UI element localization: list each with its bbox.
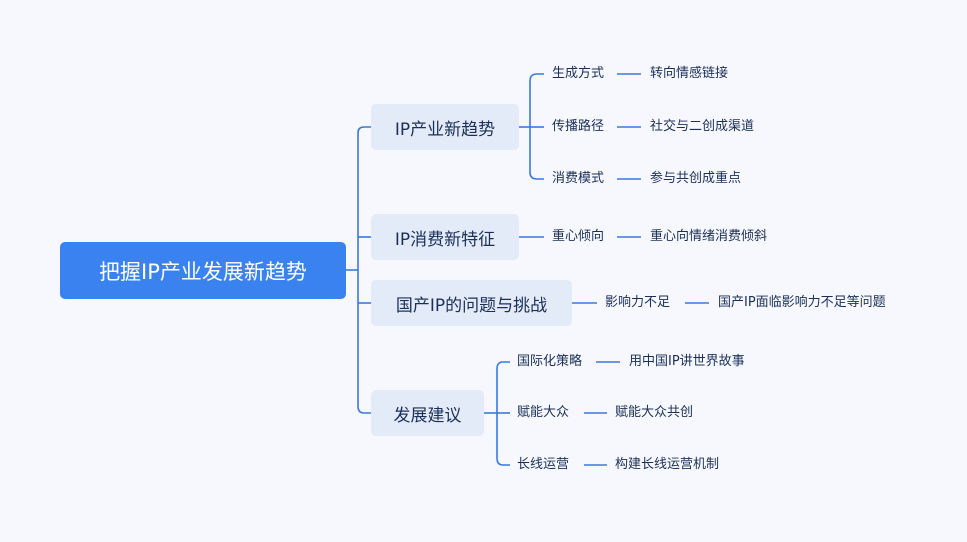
leaf-label[interactable]: 长线运营	[517, 457, 570, 472]
leaf-label[interactable]: 生成方式	[552, 66, 605, 81]
leaf-label[interactable]: 国际化策略	[517, 354, 583, 369]
leaf-detail[interactable]: 用中国IP讲世界故事	[629, 354, 745, 369]
trunk-line	[357, 126, 371, 414]
leaf-detail[interactable]: 赋能大众共创	[615, 405, 694, 420]
leaf-detail[interactable]: 重心向情绪消费倾斜	[650, 229, 768, 244]
leaf-detail[interactable]: 国产IP面临影响力不足等问题	[718, 295, 886, 310]
leaf-detail[interactable]: 社交与二创成渠道	[650, 119, 755, 134]
leaf-label[interactable]: 传播路径	[552, 119, 605, 134]
leaf-label[interactable]: 赋能大众	[517, 405, 570, 420]
leaf-label[interactable]: 影响力不足	[605, 295, 671, 310]
branch-development-suggestions[interactable]: 发展建议	[371, 390, 484, 436]
leaf-label[interactable]: 消费模式	[552, 171, 605, 186]
leaf-detail[interactable]: 参与共创成重点	[650, 171, 742, 186]
branch-domestic-ip-challenges[interactable]: 国产IP的问题与挑战	[371, 280, 572, 326]
leaf-detail[interactable]: 构建长线运营机制	[615, 457, 720, 472]
leaf-detail[interactable]: 转向情感链接	[650, 66, 729, 81]
branch-consumption-features[interactable]: IP消费新特征	[371, 214, 519, 260]
branch-ip-trends[interactable]: IP产业新趋势	[371, 104, 519, 150]
root-node[interactable]: 把握IP产业发展新趋势	[60, 242, 346, 299]
leaf-label[interactable]: 重心倾向	[552, 229, 605, 244]
